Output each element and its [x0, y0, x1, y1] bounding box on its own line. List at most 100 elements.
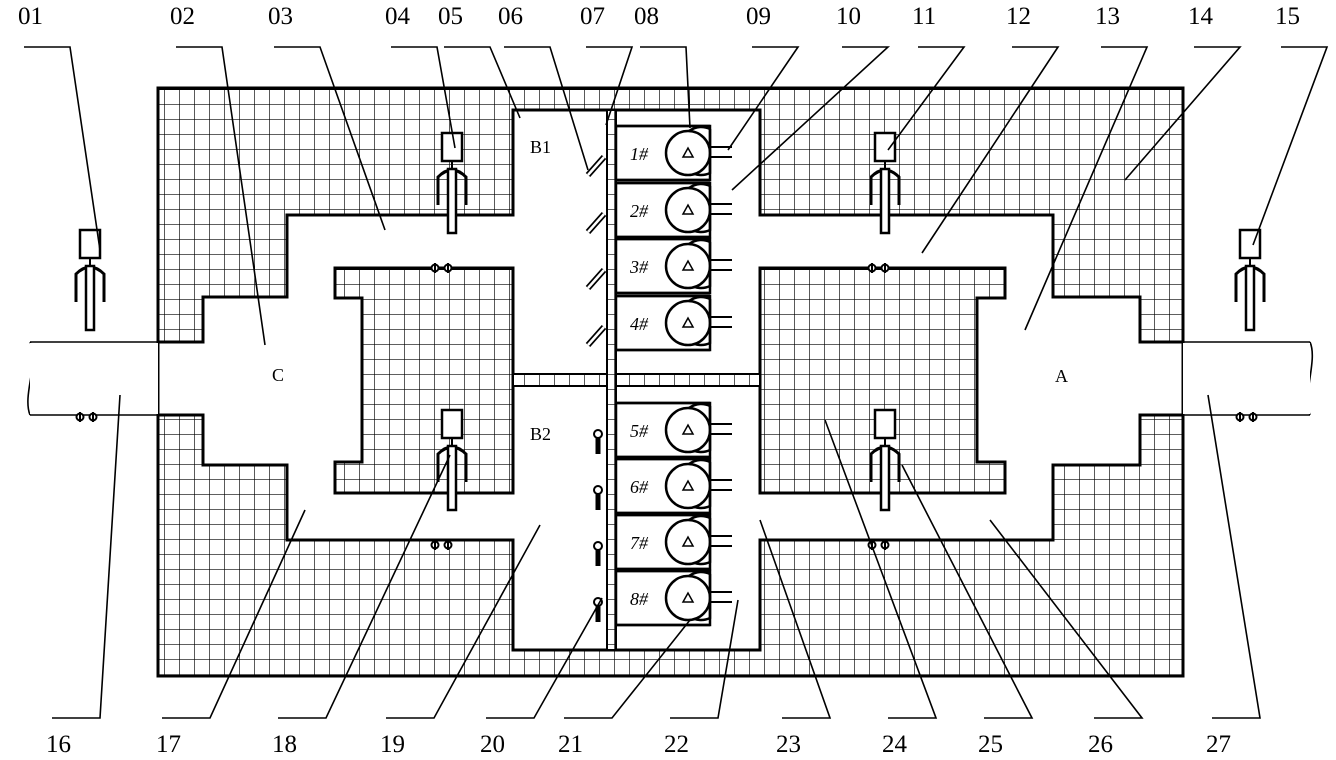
callout-13: 13 [1095, 3, 1120, 30]
callout-number: 24 [882, 731, 908, 758]
fan-8: 8# [614, 569, 732, 627]
right-inner-island [758, 266, 1007, 495]
fan-7: 7# [614, 513, 732, 571]
fan-6: 6# [614, 457, 732, 515]
callout-number: 21 [558, 731, 583, 758]
callout-26: 26 [1088, 731, 1113, 758]
callout-number: 09 [746, 3, 771, 30]
callout-number: 22 [664, 731, 689, 758]
callout-15: 15 [1275, 3, 1300, 30]
inclined-damper-4 [585, 325, 607, 347]
callout-number: 19 [380, 731, 405, 758]
sensor-pair-2 [430, 263, 453, 273]
callout-leaders [24, 46, 1329, 719]
callout-08: 08 [634, 3, 659, 30]
fan-group: 1# 2# 3# 4# 5# 6# 7# 8# [614, 124, 732, 627]
zone-label-b2: B2 [530, 424, 551, 444]
fan-column-wall [606, 109, 617, 651]
jet-fan-04 [436, 131, 468, 235]
callout-05: 05 [438, 3, 463, 30]
check-damper-2 [593, 485, 603, 510]
callout-22: 22 [664, 731, 689, 758]
callout-24: 24 [882, 731, 908, 758]
callout-number: 25 [978, 731, 1003, 758]
fan-label: 4# [630, 314, 649, 334]
callout-number: 20 [480, 731, 505, 758]
callout-01: 01 [18, 3, 43, 30]
callout-number: 03 [268, 3, 293, 30]
callout-14: 14 [1188, 3, 1214, 30]
callout-17: 17 [156, 731, 181, 758]
inclined-damper-2 [585, 212, 607, 234]
fan-label: 6# [630, 477, 649, 497]
callout-number: 17 [156, 731, 181, 758]
fan-label: 7# [630, 533, 649, 553]
callout-number: 23 [776, 731, 801, 758]
callout-19: 19 [380, 731, 405, 758]
middle-partition [512, 373, 761, 387]
callout-number: 18 [272, 731, 297, 758]
fan-label: 2# [630, 201, 649, 221]
callout-numbers: 01 02 03 04 05 06 07 08 09 10 11 12 13 14 15 16 17 18 19 20… [18, 3, 1300, 758]
callout-09: 09 [746, 3, 771, 30]
zone-label-b1: B1 [530, 137, 551, 157]
callout-11: 11 [912, 3, 936, 30]
callout-number: 04 [385, 3, 411, 30]
callout-number: 10 [836, 3, 861, 30]
callout-21: 21 [558, 731, 583, 758]
fan-4: 4# [614, 294, 732, 352]
callout-25: 25 [978, 731, 1003, 758]
check-damper-3 [593, 541, 603, 566]
callout-number: 07 [580, 3, 605, 30]
callout-number: 05 [438, 3, 463, 30]
callout-12: 12 [1006, 3, 1031, 30]
callout-number: 14 [1188, 3, 1214, 30]
callout-07: 07 [580, 3, 605, 30]
sensor-pair-6 [1235, 412, 1258, 422]
fan-label: 3# [629, 257, 649, 277]
left-inner-island [333, 266, 515, 495]
callout-number: 12 [1006, 3, 1031, 30]
jet-fan-25 [869, 408, 901, 512]
fan-label: 8# [630, 589, 649, 609]
jet-fan-15 [1234, 228, 1266, 332]
callout-20: 20 [480, 731, 505, 758]
sensor-pair-3 [430, 540, 453, 550]
jet-fan-11 [869, 131, 901, 235]
callout-number: 08 [634, 3, 659, 30]
valve-group [74, 131, 1266, 622]
fan-1: 1# [614, 124, 732, 182]
callout-number: 01 [18, 3, 43, 30]
callout-number: 15 [1275, 3, 1300, 30]
inclined-damper-3 [585, 268, 607, 290]
callout-number: 16 [46, 731, 71, 758]
check-damper-1 [593, 429, 603, 454]
fan-3: 3# [614, 237, 732, 295]
fan-2: 2# [614, 181, 732, 239]
jet-fan-01 [74, 228, 106, 332]
callout-number: 13 [1095, 3, 1120, 30]
callout-18: 18 [272, 731, 297, 758]
callout-number: 02 [170, 3, 195, 30]
callout-number: 26 [1088, 731, 1113, 758]
callout-06: 06 [498, 3, 523, 30]
inclined-damper-1 [585, 155, 607, 177]
fan-5: 5# [614, 401, 732, 459]
callout-27: 27 [1206, 731, 1231, 758]
sensor-pair-1 [75, 412, 98, 422]
callout-02: 02 [170, 3, 195, 30]
callout-16: 16 [46, 731, 71, 758]
callout-03: 03 [268, 3, 293, 30]
fan-label: 1# [630, 144, 649, 164]
sensor-pair-4 [867, 263, 890, 273]
callout-23: 23 [776, 731, 801, 758]
callout-10: 10 [836, 3, 861, 30]
zone-label-a: A [1055, 366, 1068, 386]
sensor-group [75, 263, 1258, 550]
zone-label-c: C [272, 365, 284, 385]
callout-04: 04 [385, 3, 411, 30]
jet-fan-18 [436, 408, 468, 512]
callout-number: 06 [498, 3, 523, 30]
fan-label: 5# [630, 421, 649, 441]
